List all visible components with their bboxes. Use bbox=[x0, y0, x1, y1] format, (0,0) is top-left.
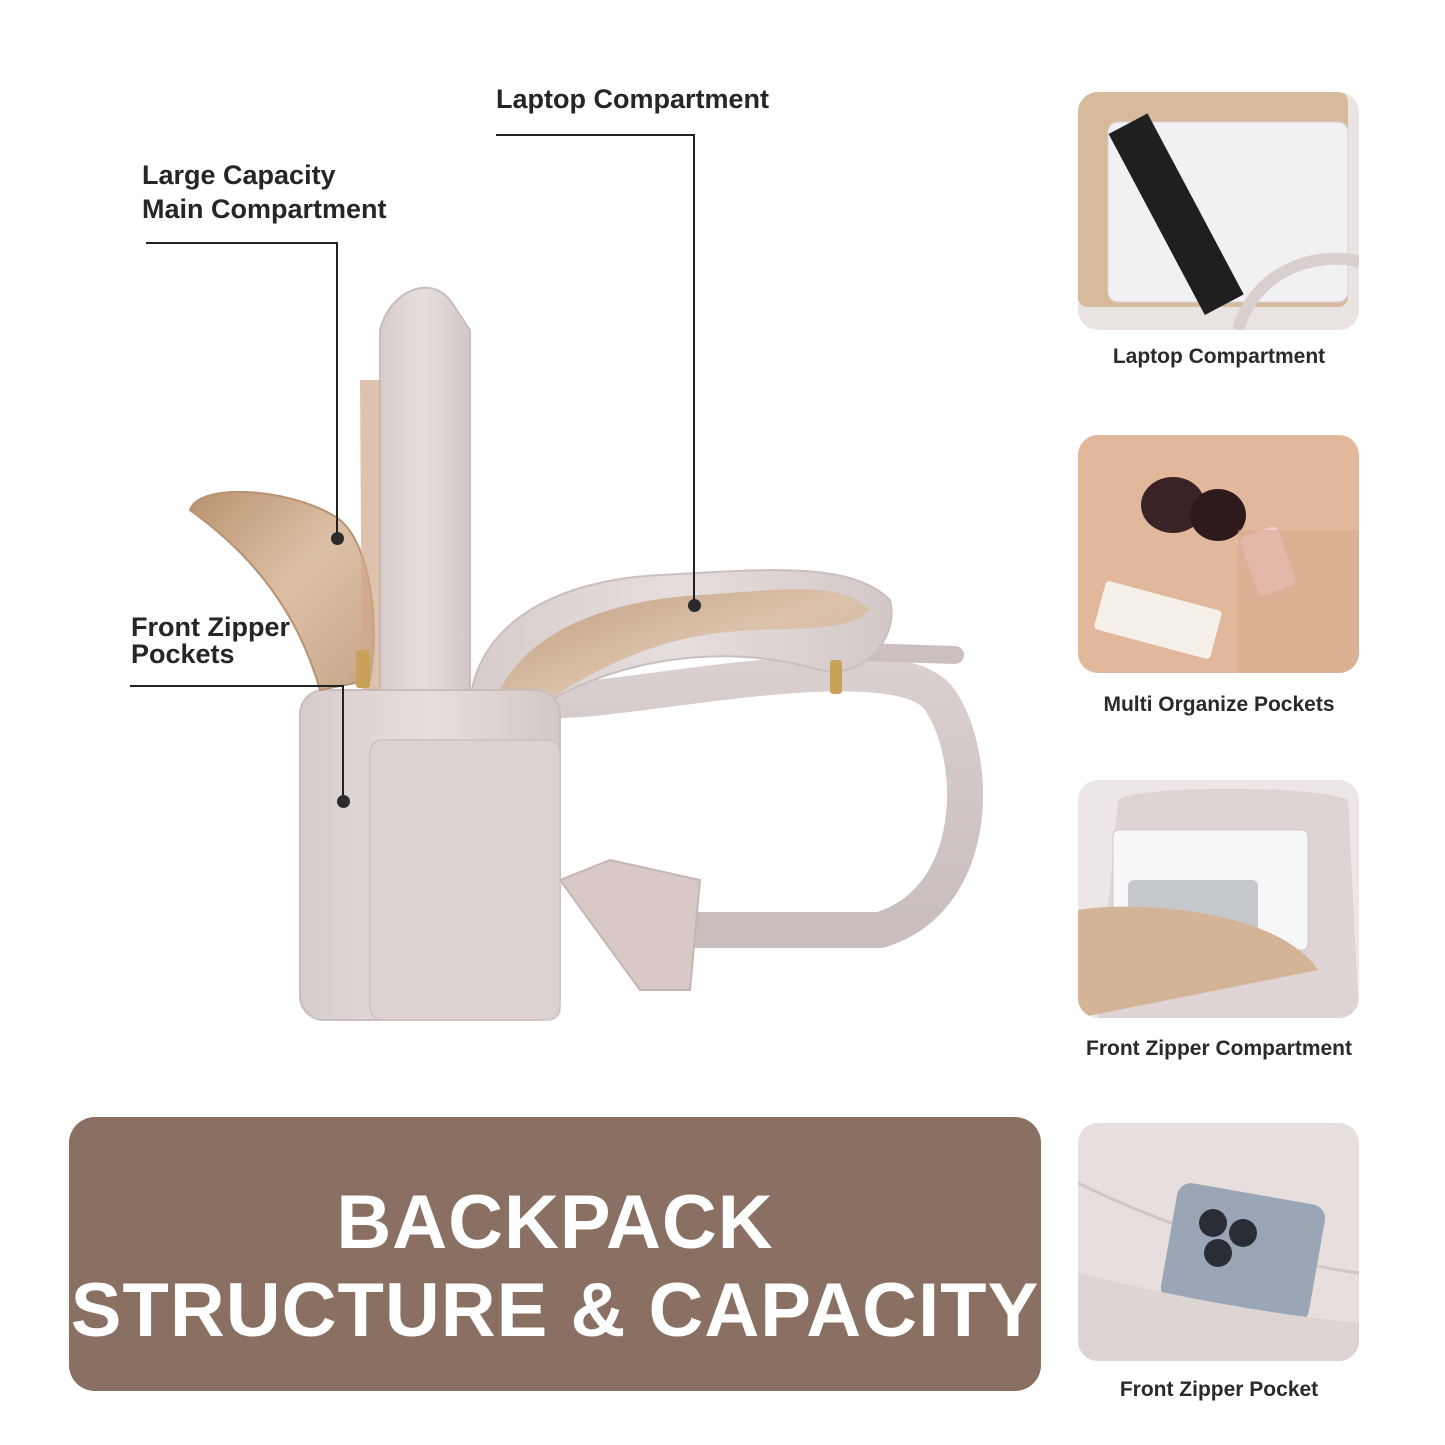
thumb-front-zipper-compartment bbox=[1078, 780, 1359, 1018]
callout-dot-front bbox=[337, 795, 350, 808]
leader-line-main bbox=[146, 242, 338, 244]
leader-line-laptop bbox=[496, 134, 694, 136]
callout-front-pockets-line1: Front Zipper bbox=[131, 612, 290, 642]
callout-laptop-compartment: Laptop Compartment bbox=[496, 84, 769, 114]
thumb-caption-laptop: Laptop Compartment bbox=[1112, 345, 1326, 368]
leader-line-front-vertical bbox=[342, 685, 344, 801]
banner-title-line2: STRUCTURE & CAPACITY bbox=[70, 1268, 1040, 1353]
leader-line-laptop-vertical bbox=[693, 134, 695, 604]
callout-dot-laptop bbox=[688, 599, 701, 612]
thumb-front-zipper-pocket bbox=[1078, 1123, 1359, 1361]
banner-title-line1: BACKPACK bbox=[336, 1180, 774, 1265]
leader-line-main-vertical bbox=[336, 242, 338, 538]
leader-line-front bbox=[130, 685, 344, 687]
callout-main-compartment-line2: Main Compartment bbox=[142, 194, 387, 224]
thumb-caption-front-pocket: Front Zipper Pocket bbox=[1119, 1378, 1319, 1401]
thumb-laptop-compartment bbox=[1078, 92, 1359, 330]
thumb-caption-front-compartment: Front Zipper Compartment bbox=[1086, 1037, 1352, 1060]
callout-dot-main bbox=[331, 532, 344, 545]
thumb-organize-pockets bbox=[1078, 435, 1359, 673]
callout-front-pockets-line2: Pockets bbox=[131, 639, 235, 669]
callout-main-compartment-line1: Large Capacity bbox=[142, 160, 336, 190]
title-banner: BACKPACK STRUCTURE & CAPACITY bbox=[69, 1117, 1041, 1391]
thumb-caption-organize: Multi Organize Pockets bbox=[1103, 693, 1335, 716]
